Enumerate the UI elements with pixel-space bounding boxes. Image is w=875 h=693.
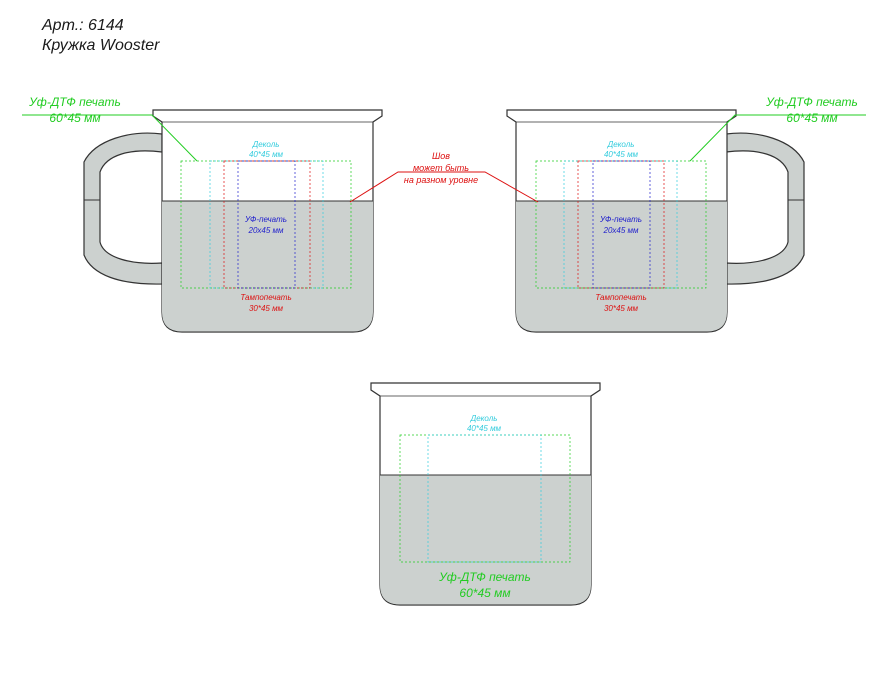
mug-right-decal-title: Деколь <box>607 140 635 149</box>
header: Арт.: 6144 Кружка Wooster <box>42 16 159 56</box>
mug-right-handle <box>725 132 805 285</box>
mug-left: Деколь 40*45 мм УФ-печать 20x45 мм Тампо… <box>22 95 383 333</box>
mug-left-uv-size: 20x45 мм <box>248 226 285 235</box>
mug-front-decal-title: Деколь <box>470 414 498 423</box>
seam-note-line2: может быть <box>413 163 469 173</box>
mug-left-pad-size: 30*45 мм <box>249 304 284 313</box>
mug-right-uv-title: УФ-печать <box>599 215 642 224</box>
mug-front: Деколь 40*45 мм Уф-ДТФ печать 60*45 мм <box>370 382 601 606</box>
mug-right-pad-title: Тампопечать <box>595 293 646 302</box>
mug-right-pad-size: 30*45 мм <box>604 304 639 313</box>
mug-front-uv-dtf-title: Уф-ДТФ печать <box>438 570 531 584</box>
mug-front-uv-dtf-size: 60*45 мм <box>459 586 510 600</box>
mug-right-uv-dtf-title: Уф-ДТФ печать <box>765 95 858 109</box>
mug-right-decal-size: 40*45 мм <box>604 150 639 159</box>
mug-right-uv-dtf-size: 60*45 мм <box>786 111 837 125</box>
mug-left-decal-size: 40*45 мм <box>249 150 284 159</box>
seam-note: Шов может быть на разном уровне <box>349 151 539 203</box>
article-number: Арт.: 6144 <box>42 17 124 34</box>
mug-front-decal-size: 40*45 мм <box>467 424 502 433</box>
mug-right: Деколь 40*45 мм УФ-печать 20x45 мм Тампо… <box>506 95 866 333</box>
mug-front-decal-zone <box>427 434 542 563</box>
mug-left-handle <box>83 132 163 285</box>
mug-right-uv-size: 20x45 мм <box>603 226 640 235</box>
mug-right-uv-zone <box>592 160 651 289</box>
mug-left-pad-title: Тампопечать <box>240 293 291 302</box>
mug-left-fill <box>162 201 373 332</box>
mug-model-name: Кружка Wooster <box>42 37 160 54</box>
mug-right-fill <box>516 201 727 332</box>
mug-left-uv-title: УФ-печать <box>244 215 287 224</box>
mug-left-uv-zone <box>237 160 296 289</box>
seam-note-line3: на разном уровне <box>404 175 478 185</box>
mug-left-uv-dtf-size: 60*45 мм <box>49 111 100 125</box>
mug-front-fill <box>380 475 591 605</box>
seam-note-line1: Шов <box>432 151 450 161</box>
mug-left-uv-dtf-title: Уф-ДТФ печать <box>28 95 121 109</box>
mug-left-decal-title: Деколь <box>252 140 280 149</box>
